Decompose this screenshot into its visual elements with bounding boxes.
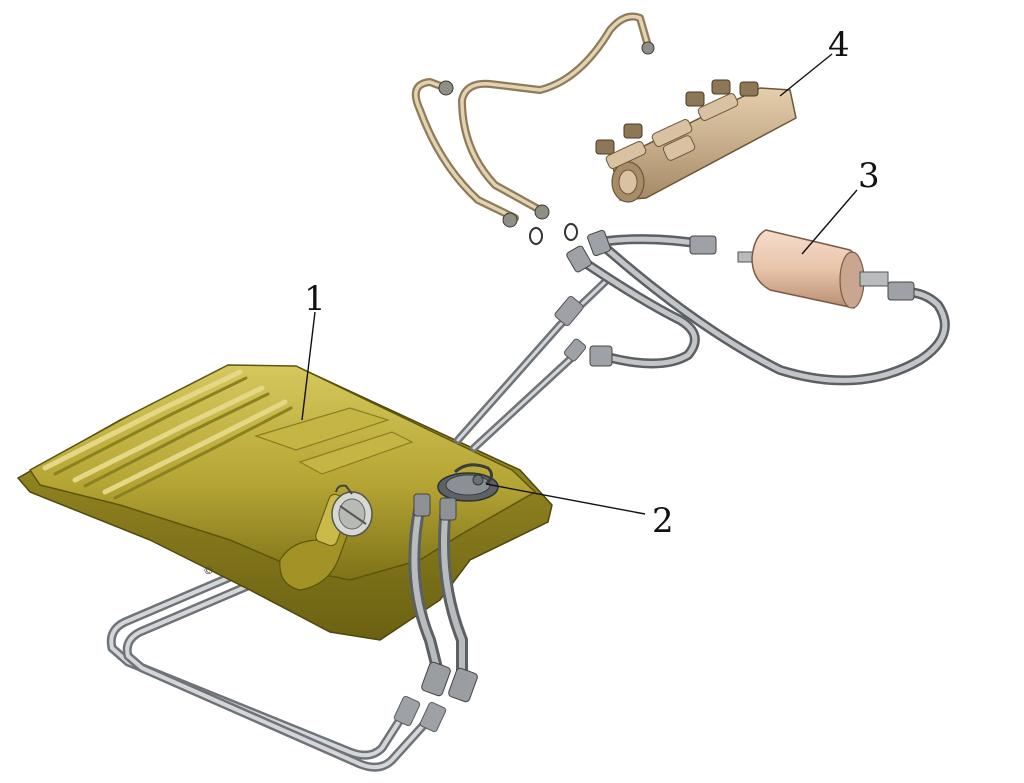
leader-lines [301,53,858,515]
callout-2: 2 [652,501,674,541]
rigid-fuel-lines [411,12,655,245]
under-tank-lines [106,570,447,772]
fuel-pump-module [437,463,499,502]
fuel-tank [16,364,553,641]
callout-3: 3 [858,156,880,196]
copyright-mark: © [203,564,214,577]
fuel-hoses [408,229,950,703]
callout-4: 4 [828,25,850,65]
fuel-filter [737,229,889,309]
callout-1: 1 [304,279,326,319]
filler-cap-icon [331,484,373,537]
fuel-rail [595,79,797,203]
